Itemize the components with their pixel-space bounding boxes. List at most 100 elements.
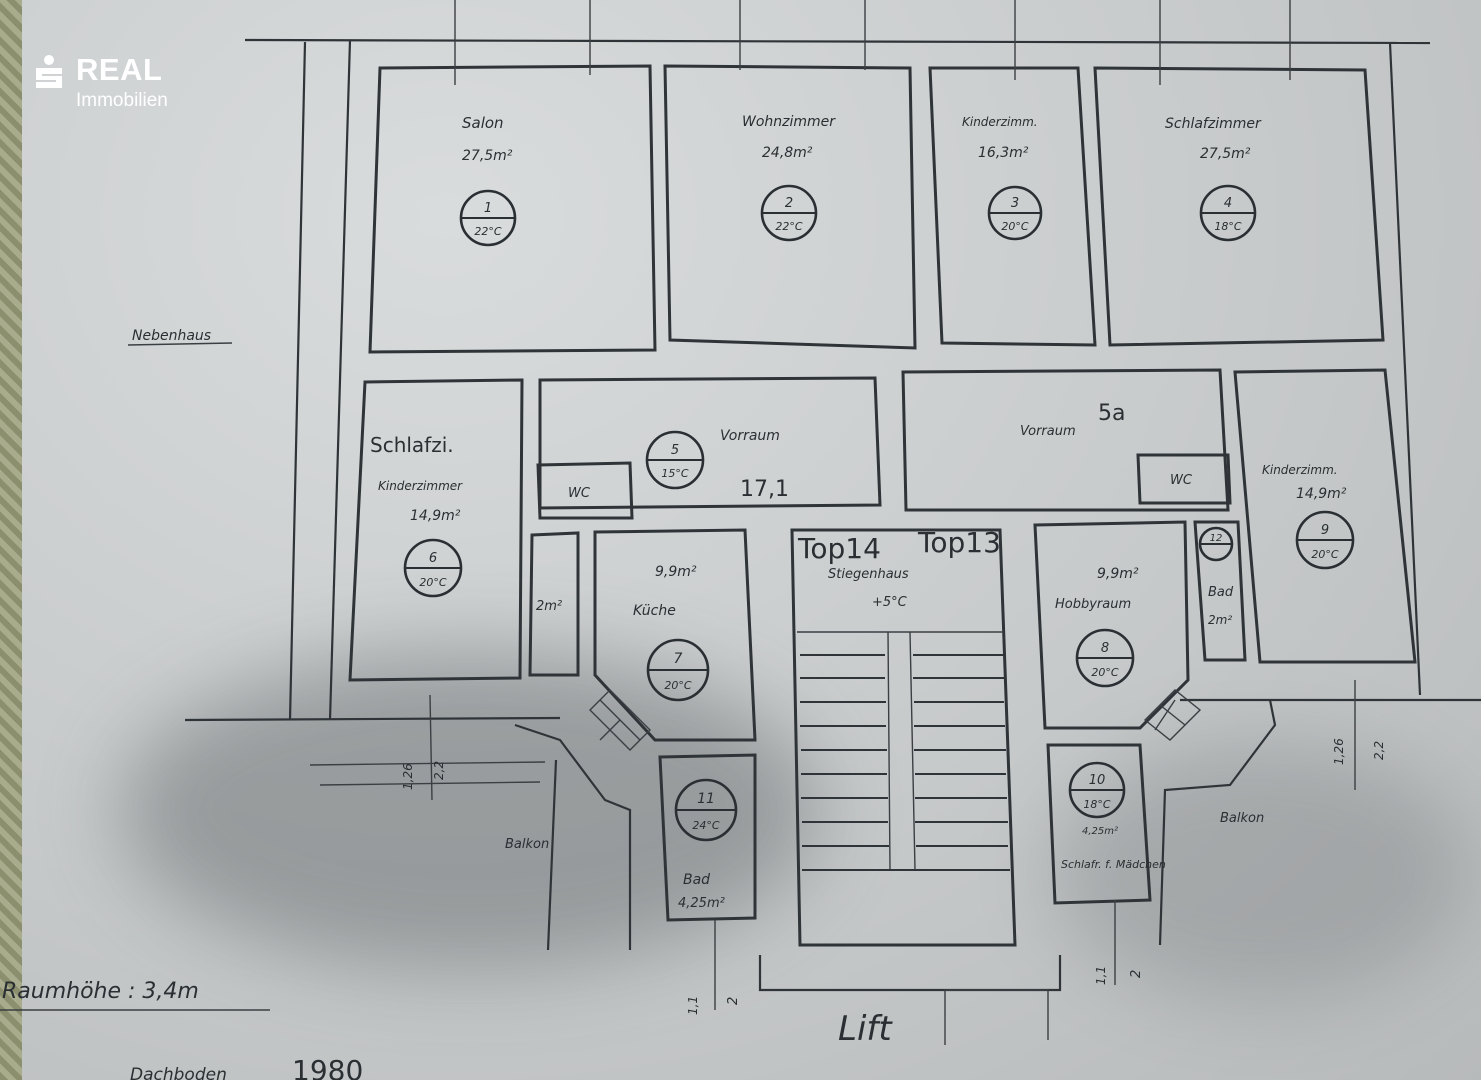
room-marker-8: 8 20°C <box>1075 628 1135 688</box>
dimension-label: 2 <box>726 997 741 1005</box>
svg-text:20°C: 20°C <box>419 576 446 589</box>
room-marker-5: 5 15°C <box>645 430 705 490</box>
room-name: Bad <box>683 872 710 888</box>
room-marker-6: 6 20°C <box>403 538 463 598</box>
room-area: 2m² <box>1208 613 1232 627</box>
svg-text:22°C: 22°C <box>474 225 501 238</box>
stairwell <box>790 528 1017 947</box>
room-name: Vorraum <box>720 428 780 444</box>
svg-text:11: 11 <box>697 791 715 807</box>
room-marker-1: 1 22°C <box>459 189 517 247</box>
label-nebenhaus: Nebenhaus <box>132 328 211 344</box>
room-bad-12 <box>1193 520 1247 662</box>
room-area: 17,1 <box>740 477 789 502</box>
room-area: 14,9m² <box>1296 486 1347 502</box>
room-height-note: Raumhöhe : 3,4m <box>2 979 199 1004</box>
dimension-label: 2 <box>1129 970 1144 978</box>
lift-box <box>944 989 1049 1045</box>
storage-area: 2m² <box>536 599 562 614</box>
svg-text:9: 9 <box>1321 523 1329 538</box>
svg-text:22°C: 22°C <box>775 220 802 233</box>
dimension-label: 1,26 <box>1332 738 1346 765</box>
svg-text:6: 6 <box>429 551 437 566</box>
room-name: Hobbyraum <box>1055 597 1131 612</box>
room-kinderzimmer-9 <box>1233 368 1417 664</box>
wc-label: WC <box>568 486 591 501</box>
room-name: Kinderzimm. <box>1262 463 1338 477</box>
room-wohnzimmer <box>663 64 917 350</box>
bottom-note: Dachboden <box>130 1065 227 1080</box>
room-schlafzimmer <box>1093 66 1385 347</box>
svg-text:20°C: 20°C <box>664 679 691 692</box>
room-marker-2: 2 22°C <box>760 184 818 242</box>
room-hobbyraum <box>1033 520 1190 730</box>
unit-label-top13: Top13 <box>917 526 1001 559</box>
room-bad-11 <box>658 753 757 922</box>
svg-text:20°C: 20°C <box>1311 548 1338 561</box>
svg-text:4: 4 <box>1224 196 1232 211</box>
svg-text:5: 5 <box>671 443 679 458</box>
shadow <box>1050 740 1470 1000</box>
room-marker-12: 12 <box>1198 526 1234 562</box>
svg-text:18°C: 18°C <box>1214 220 1241 233</box>
room-tag-5a: 5a <box>1098 401 1125 426</box>
room-name: Kinderzimmer <box>378 479 463 493</box>
unit-label-top14: Top14 <box>797 532 881 565</box>
room-marker-10: 10 18°C <box>1068 761 1126 819</box>
stairwell-temp: +5°C <box>872 595 908 610</box>
dimension-label: 2,2 <box>1372 741 1386 760</box>
room-area: 24,8m² <box>762 145 813 161</box>
room-marker-11: 11 24°C <box>674 778 738 842</box>
svg-text:8: 8 <box>1101 641 1109 656</box>
table-edge <box>0 0 22 1080</box>
handwritten-note: Schlafzi. <box>370 433 454 457</box>
room-name: Kinderzimm. <box>962 115 1038 129</box>
balcony-rail <box>546 759 558 951</box>
room-area: 9,9m² <box>655 564 697 580</box>
year-label: 1980 <box>292 1054 363 1080</box>
dimension-label: 1,1 <box>686 996 700 1015</box>
underline <box>127 342 233 346</box>
dimension-label: 1,26 <box>401 763 415 790</box>
svg-text:20°C: 20°C <box>1001 220 1028 233</box>
svg-text:2: 2 <box>785 196 793 211</box>
svg-text:20°C: 20°C <box>1091 666 1118 679</box>
room-marker-9: 9 20°C <box>1295 510 1355 570</box>
svg-text:24°C: 24°C <box>692 819 719 832</box>
balcony-right <box>1158 699 1277 946</box>
dimension-label: 1,1 <box>1094 966 1108 985</box>
balcony-label: Balkon <box>1220 811 1264 826</box>
room-name: Salon <box>462 114 504 132</box>
dimension-label: 2,2 <box>432 761 446 780</box>
room-name: Schlafr. f. Mädchen <box>1061 858 1166 871</box>
room-salon <box>368 64 657 354</box>
window-lattice-right <box>1143 689 1202 741</box>
logo-sub: Immobilien <box>76 90 168 111</box>
room-marker-4: 4 18°C <box>1199 184 1257 242</box>
lift-label: Lift <box>838 1009 893 1049</box>
room-vorraum-5a <box>901 368 1230 512</box>
svg-text:10: 10 <box>1089 773 1106 788</box>
svg-text:18°C: 18°C <box>1083 798 1110 811</box>
wc-label: WC <box>1170 473 1193 488</box>
room-kinderzimmer-3 <box>928 66 1097 347</box>
window-lattice-left <box>589 689 651 751</box>
room-wc-right <box>1136 453 1232 505</box>
stairwell-name: Stiegenhaus <box>828 567 909 582</box>
room-name: Küche <box>633 603 676 619</box>
sparkasse-s-icon <box>36 55 62 88</box>
balcony-label: Balkon <box>505 837 549 852</box>
exterior-walls <box>184 38 1481 992</box>
room-kueche <box>593 528 757 742</box>
dimension-ticks <box>309 0 1356 1010</box>
room-abstellraum <box>528 531 580 677</box>
room-area: 4,25m² <box>1082 826 1118 837</box>
room-area: 27,5m² <box>1200 146 1251 162</box>
room-area: 27,5m² <box>462 148 513 164</box>
room-area: 4,25m² <box>678 896 725 911</box>
svg-text:7: 7 <box>674 651 683 667</box>
room-area: 14,9m² <box>410 508 461 524</box>
room-name: Schlafzimmer <box>1165 116 1262 132</box>
room-schlafr-maedchen <box>1046 743 1152 905</box>
